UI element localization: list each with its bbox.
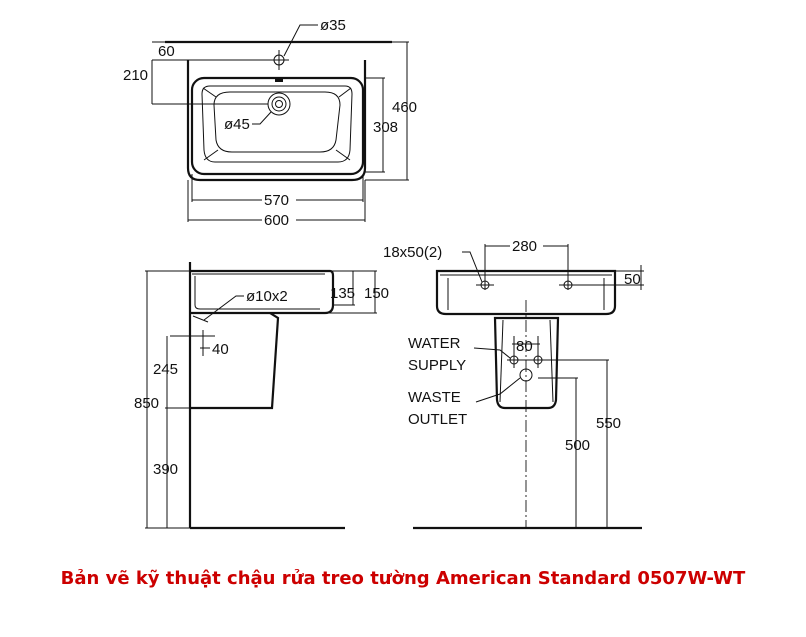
dim-390: 390 [153,461,178,478]
technical-drawing: ø35 60 210 ø45 460 308 570 600 [123,17,644,530]
top-basin-outline [186,60,367,182]
overflow-slot [275,78,283,82]
dim-135: 135 [330,285,355,302]
dim-150: 150 [364,285,389,302]
label-water: WATER [408,335,461,352]
dim-drain-diameter: ø45 [224,116,250,133]
label-supply: SUPPLY [408,357,466,374]
dim-500: 500 [565,437,590,454]
top-bowl-inner [213,91,341,153]
dim-50: 50 [624,271,641,288]
label-outlet: OUTLET [408,411,467,428]
dim-fixing-slots: 18x50(2) [383,244,442,261]
dim-245: 245 [153,361,178,378]
dim-550: 550 [596,415,621,432]
dim-40: 40 [212,341,229,358]
dim-850: 850 [134,395,159,412]
front-basin [435,269,617,316]
dim-80: 80 [516,338,533,355]
dim-60: 60 [158,43,175,60]
dim-570: 570 [264,192,289,209]
dim-hole-diameter: ø35 [320,17,346,34]
label-waste: WASTE [408,389,461,406]
dim-600: 600 [264,212,289,229]
dim-308: 308 [373,119,398,136]
dim-280: 280 [512,238,537,255]
dim-210: 210 [123,67,148,84]
side-pedestal [190,312,280,410]
top-bowl-outer [201,85,353,163]
front-pedestal [493,316,560,410]
top-view: ø35 60 210 ø45 460 308 570 600 [123,17,417,229]
caption: Bản vẽ kỹ thuật chậu rửa treo tường Amer… [60,568,746,589]
front-view: 18x50(2) 280 50 80 WATER SUPPLY WASTE OU… [383,238,644,530]
dim-fixing-bolt: ø10x2 [246,288,288,305]
side-view: ø10x2 135 150 40 850 245 390 [134,262,389,530]
drain [267,92,291,116]
dim-460: 460 [392,99,417,116]
